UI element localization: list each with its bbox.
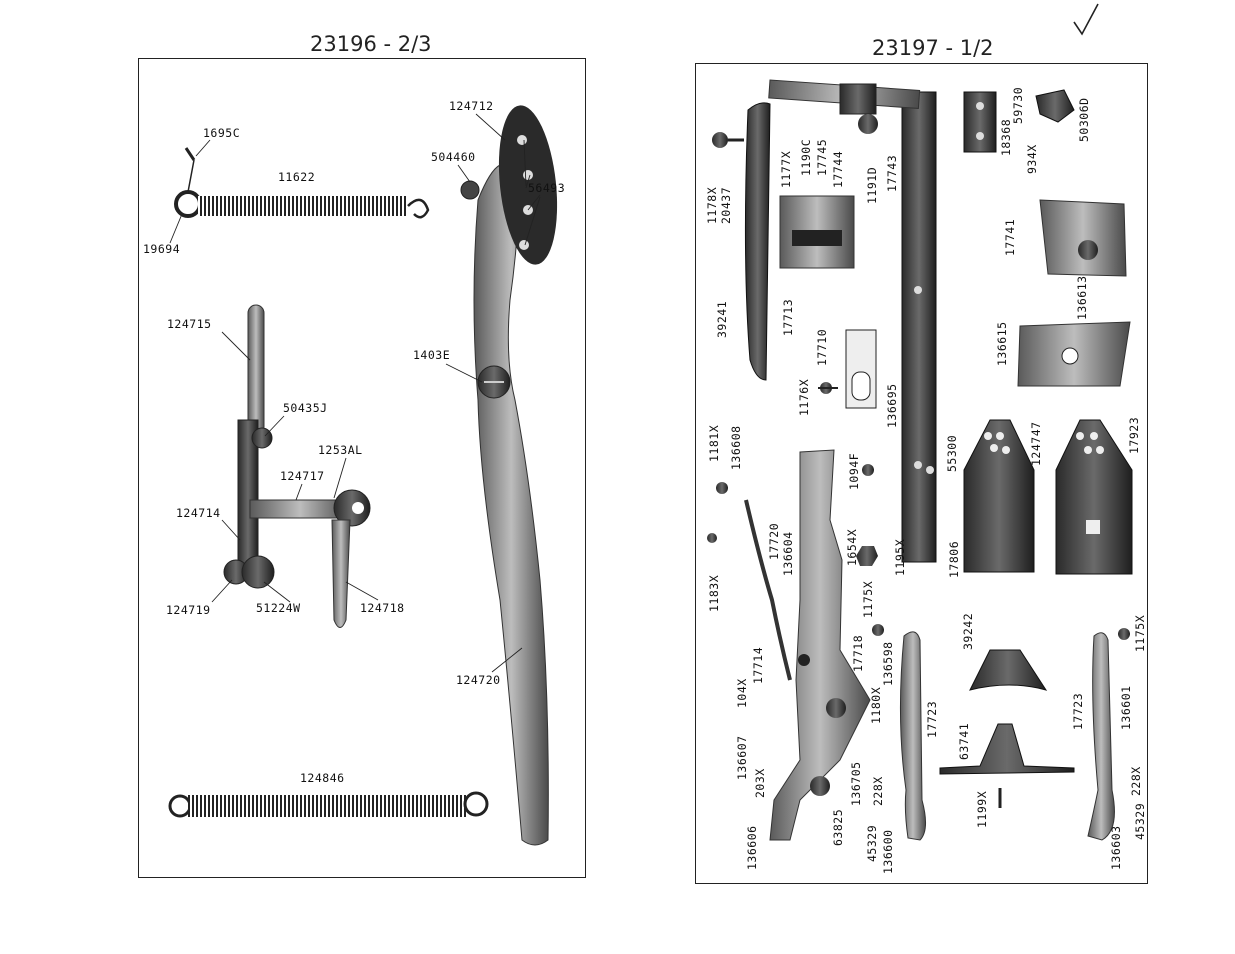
part-label: 124717 [280,469,325,483]
part-label: 50306D [1077,97,1091,142]
part-label: 17743 [885,155,899,192]
part-label: 39241 [715,301,729,338]
part-label: 136615 [995,321,1009,366]
part-label: 51224W [256,601,301,615]
part-label: 1654X [845,529,859,566]
part-label: 56493 [528,181,565,195]
spring-124846 [168,791,489,818]
part-label: 136606 [745,825,759,870]
part-label: 50435J [283,401,328,415]
part-label: 136695 [885,383,899,428]
part-label: 124715 [167,317,212,331]
part-label: 17806 [947,541,961,578]
part-label: 17710 [815,329,829,366]
part-label: 17718 [851,635,865,672]
part-label: 63825 [831,809,845,846]
right-plate-art [707,79,1133,841]
left-plate-title: 23196 - 2/3 [310,32,432,56]
check-mark-icon [1073,3,1099,36]
part-label: 17713 [781,299,795,336]
part-label: 124719 [166,603,211,617]
part-label: 136705 [849,761,863,806]
part-label: 1175X [1133,615,1147,652]
part-label: 136607 [735,735,749,780]
part-label: 11622 [278,170,315,184]
part-label: 17714 [751,647,765,684]
part-label: 124747 [1029,421,1043,466]
part-label: 1178X [705,187,719,224]
part-label: 136604 [781,531,795,576]
part-label: 136608 [729,425,743,470]
part-label: 1199X [975,791,989,828]
left-plate-labels: 1695C 11622 19694 124712 504460 56493 12… [143,99,565,785]
part-label: 1177X [779,151,793,188]
part-label: 1253AL [318,443,363,457]
part-label: 124720 [456,673,501,687]
part-label: 17723 [1071,693,1085,730]
part-label: 228X [1129,766,1143,796]
part-label: 63741 [957,723,971,760]
part-label: 1181X [707,425,721,462]
part-label: 228X [871,776,885,806]
part-label: 1190C [799,139,813,176]
part-label: 17745 [815,139,829,176]
part-label: 1403E [413,348,450,362]
part-label: 59730 [1011,87,1025,124]
part-label: 1175X [861,581,875,618]
part-label: 136601 [1119,685,1133,730]
part-label: 136598 [881,641,895,686]
part-label: 104X [735,678,749,708]
part-label: 1695C [203,126,240,140]
part-label: 124718 [360,601,405,615]
screw-1695c [184,147,196,193]
part-label: 136603 [1109,825,1123,870]
part-label: 55300 [945,435,959,472]
part-label: 1191D [865,167,879,204]
part-label: 17923 [1127,417,1141,454]
part-label: 203X [753,768,767,798]
part-label: 45329 [865,825,879,862]
part-label: 504460 [431,150,476,164]
part-label: 1195X [893,539,907,576]
part-label: 20437 [719,187,733,224]
linkage-assembly [223,304,371,628]
part-label: 18368 [999,119,1013,156]
part-label: 45329 [1133,803,1147,840]
part-label: 1094F [847,453,861,490]
part-label: 39242 [961,613,975,650]
part-label: 17744 [831,151,845,188]
part-label: 1176X [797,379,811,416]
part-label: 17720 [767,523,781,560]
spring-11622 [174,190,430,219]
part-label: 136600 [881,829,895,874]
right-plate-labels: 1178X 20437 1190C 17745 17744 1191D 1774… [705,87,1147,874]
part-label: 1183X [707,575,721,612]
lever-124720 [460,105,558,846]
part-label: 124712 [449,99,494,113]
part-label: 17723 [925,701,939,738]
part-label: 934X [1025,144,1039,174]
right-plate-title: 23197 - 1/2 [872,36,994,60]
part-label: 136613 [1075,275,1089,320]
part-label: 1180X [869,687,883,724]
part-label: 17741 [1003,219,1017,256]
part-label: 124714 [176,506,221,520]
part-label: 19694 [143,242,180,256]
part-label: 124846 [300,771,345,785]
